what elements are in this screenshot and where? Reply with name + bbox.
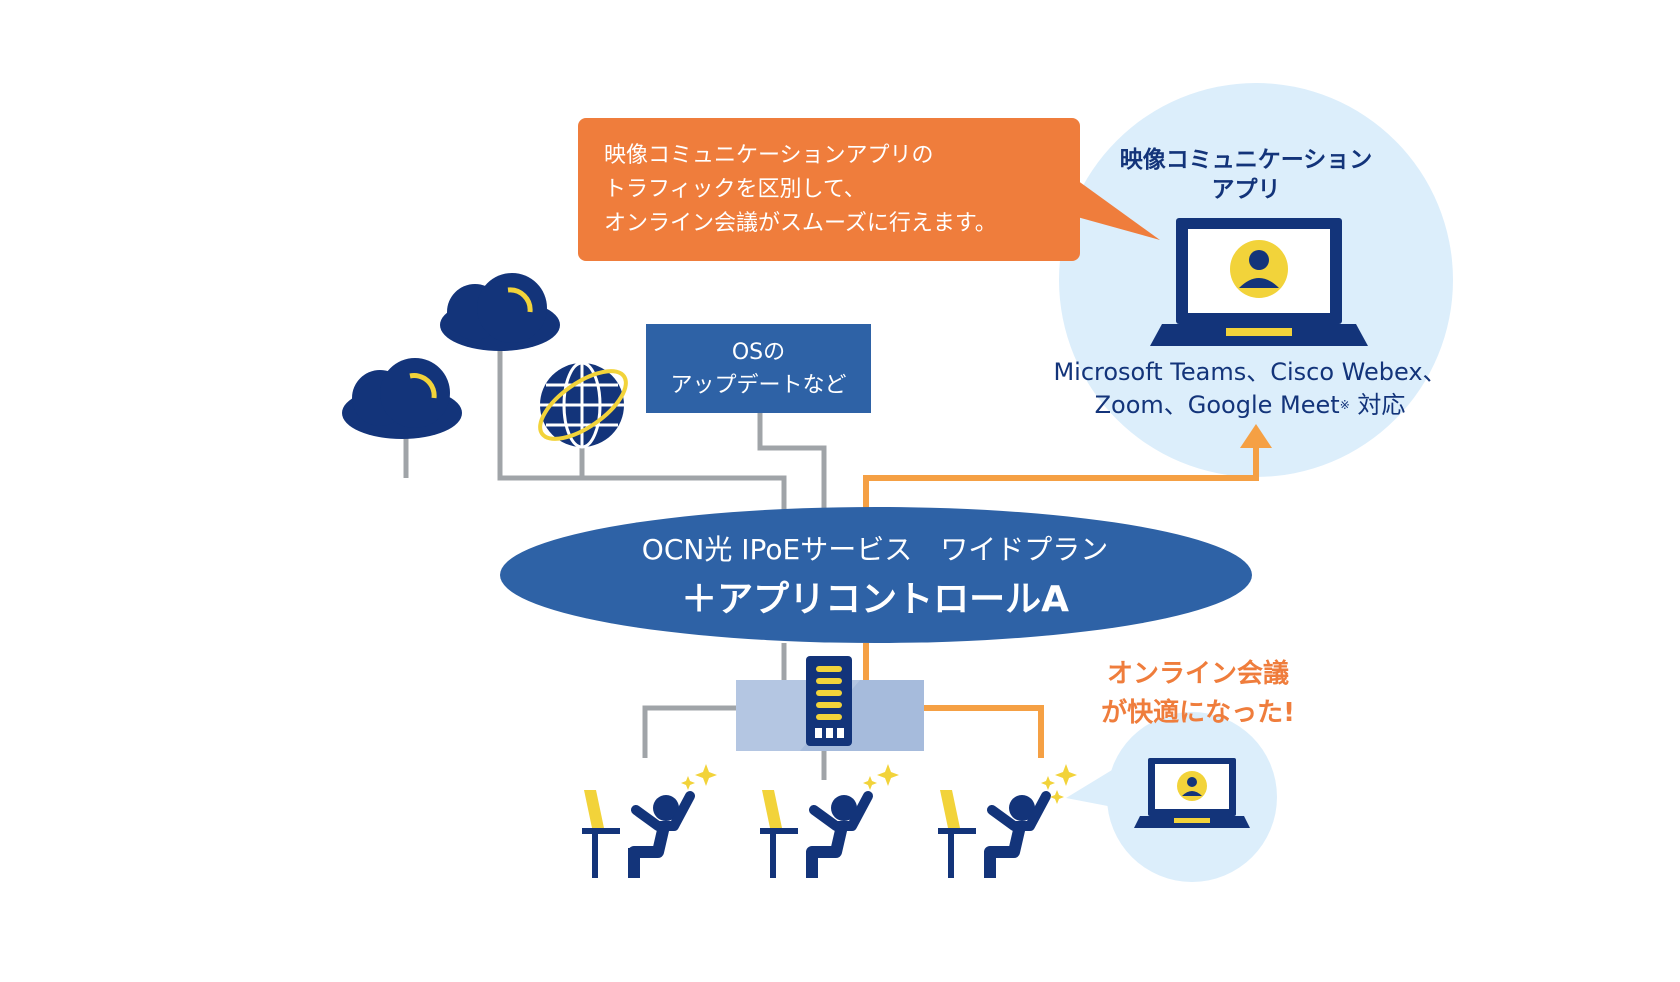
cloud-icon	[440, 273, 560, 351]
person-icon	[938, 790, 1051, 878]
network-option-name: ＋アプリコントロールA	[681, 579, 1069, 620]
callout-box: 映像コミュニケーションアプリの トラフィックを区別して、 オンライン会議がスムー…	[578, 118, 1080, 261]
network-service-name: OCN光 IPoEサービス ワイドプラン	[641, 533, 1109, 566]
lower-orange-connectors	[863, 643, 1044, 758]
laptop-icon	[1150, 218, 1368, 346]
orange-arrow-head	[1240, 424, 1272, 448]
result-line-1: オンライン会議	[1106, 659, 1289, 689]
result-bubble-tail	[1066, 770, 1118, 808]
sparkle-icon	[681, 764, 1077, 804]
callout-line-1: 映像コミュニケーションアプリの	[604, 143, 934, 168]
person-icon	[760, 790, 873, 878]
os-box-line-1: OSの	[731, 339, 786, 365]
app-bubble-title: 映像コミュニケーション アプリ	[1086, 145, 1406, 205]
callout-line-3: オンライン会議がスムーズに行えます。	[604, 211, 997, 236]
router-icon	[806, 656, 852, 746]
globe-icon	[538, 361, 628, 449]
cloud-icon	[342, 358, 462, 439]
network-ellipse	[500, 507, 1252, 643]
apps-line-1: Microsoft Teams、Cisco Webex、	[1053, 358, 1447, 386]
app-title-line-2: アプリ	[1211, 177, 1281, 203]
video-call-icon	[1134, 758, 1250, 828]
callout-tail	[1070, 175, 1160, 240]
callout-line-2: トラフィックを区別して、	[604, 177, 866, 202]
person-icon	[582, 790, 695, 878]
apps-suffix: 対応	[1349, 391, 1406, 419]
lower-gray-connectors	[642, 643, 827, 780]
os-box-line-2: アップデートなど	[670, 372, 847, 398]
app-title-line-1: 映像コミュニケーション	[1119, 147, 1373, 173]
result-message: オンライン会議 が快適になった!	[1068, 655, 1328, 733]
os-update-box: OSの アップデートなど	[646, 324, 871, 413]
apps-note-mark: ※	[1339, 398, 1350, 412]
supported-apps: Microsoft Teams、Cisco Webex、 Zoom、Google…	[1040, 356, 1460, 422]
apps-line-2: Zoom、Google Meet※ 対応	[1040, 389, 1460, 422]
apps-line-2-text: Zoom、Google Meet	[1094, 391, 1340, 419]
upper-orange-connector	[863, 440, 1259, 520]
result-line-2: が快適になった!	[1101, 698, 1295, 728]
